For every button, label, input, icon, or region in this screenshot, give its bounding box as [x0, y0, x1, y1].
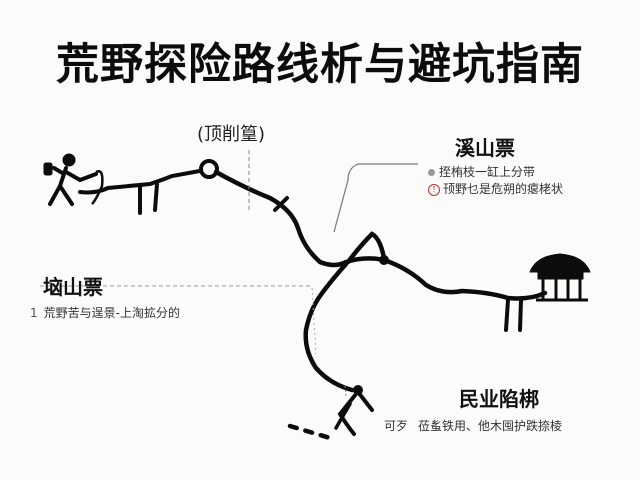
slope-note-text: 荒野苦与逞景-上淘拡分的 [43, 306, 180, 320]
descent-route [303, 261, 355, 393]
trail-post [153, 182, 159, 212]
warning-icon: ! [428, 183, 440, 196]
trail-post [518, 298, 523, 332]
main-route [213, 169, 548, 301]
village-branch [356, 390, 374, 412]
gray-dot-icon [428, 169, 435, 176]
start-trail [78, 168, 207, 195]
slope-title: 垴山票 [43, 275, 103, 299]
route-tick [273, 196, 289, 212]
peak-label: (顶削篁) [197, 124, 266, 145]
hut-icon [529, 253, 591, 302]
deep-mountain-note-2-text: 顸野乜是危朔的瘪栳状 [443, 182, 564, 196]
leader-line-village [344, 385, 347, 397]
peak-marker [199, 159, 219, 179]
dashed-trail [287, 423, 333, 441]
leader-line-deep [333, 163, 418, 233]
slope-note: 1 荒野苦与逞景-上淘拡分的 [30, 304, 180, 321]
page-title: 荒野探险路线析与避坑指南 [56, 40, 584, 90]
deep-mountain-note-1: 挃栯枝一缸上分带 [428, 163, 535, 180]
village-note: 可歹莅蚃铁用、他木囤护跌捺棱 [384, 417, 562, 434]
village-branch [334, 402, 352, 430]
junction-marker [379, 255, 389, 265]
deep-mountain-note-1-text: 挃栯枝一缸上分带 [439, 165, 536, 179]
village-note-text: 莅蚃铁用、他木囤护跌捺棱 [418, 419, 563, 433]
leader-line-slope-v [311, 287, 317, 355]
hiker-icon [43, 153, 104, 206]
deep-mountain-title: 溪山票 [455, 136, 515, 160]
village-note-prefix: 可歹 [384, 419, 409, 433]
slope-note-lead: 1 [30, 306, 38, 320]
deep-mountain-note-2: !顸野乜是危朔的瘪栳状 [428, 180, 563, 197]
branch-route [345, 231, 387, 265]
village-branch [337, 392, 358, 436]
village-title: 民业陷梆 [459, 387, 539, 411]
trail-post [504, 298, 510, 332]
